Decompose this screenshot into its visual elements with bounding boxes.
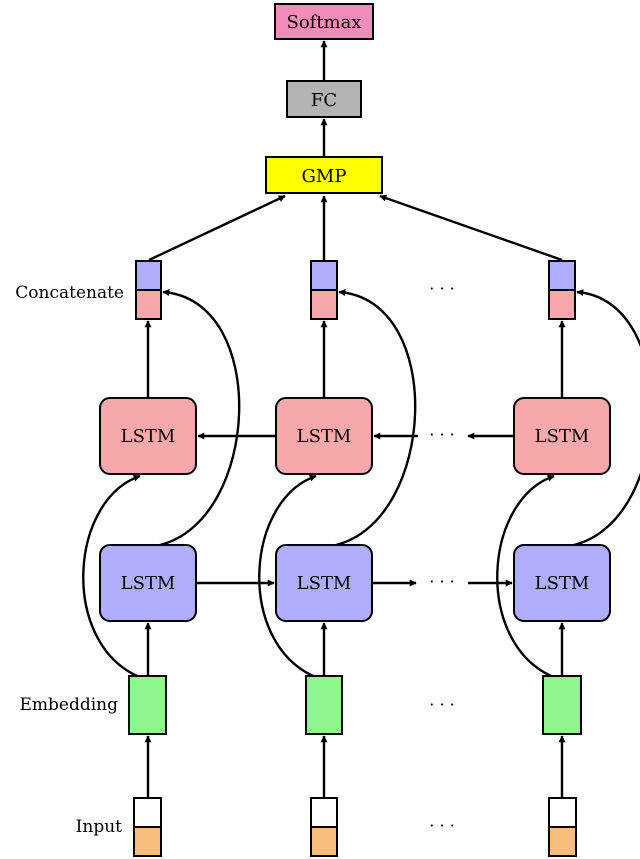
input-cell-bottom-3 — [548, 826, 577, 857]
backward-lstm-label-2: LSTM — [297, 426, 352, 447]
softmax-label: Softmax — [286, 12, 361, 33]
embedding-cell-1 — [128, 675, 167, 735]
gmp-label: GMP — [302, 166, 347, 187]
input-label: Input — [76, 817, 122, 837]
edge-emb1-bwd1-curve — [82, 474, 141, 678]
input-cell-top-2 — [310, 797, 338, 828]
concatenate-label: Concatenate — [15, 283, 124, 303]
edge-concat1-gmp — [148, 194, 286, 262]
concat-backward-cell-2 — [310, 289, 338, 320]
forward-lstm-label-1: LSTM — [121, 573, 176, 594]
edge-emb2-bwd2-curve — [258, 474, 317, 678]
concat-backward-cell-1 — [135, 289, 162, 320]
forward-lstm-3 — [513, 544, 611, 622]
edge-fwd1-concat1-curve — [159, 288, 241, 547]
backward-lstm-label-1: LSTM — [121, 426, 176, 447]
ellipsis-backward-lstm: · · · — [429, 425, 454, 444]
fc-label: FC — [311, 90, 337, 111]
embedding-label: Embedding — [19, 695, 118, 715]
ellipsis-input: · · · — [429, 816, 454, 835]
edge-fwd2-concat2-curve — [335, 288, 417, 547]
input-cell-bottom-2 — [310, 826, 338, 857]
forward-lstm-label-3: LSTM — [535, 573, 590, 594]
softmax-box — [274, 3, 374, 40]
edge-concat3-gmp — [379, 194, 563, 262]
ellipsis-embedding: · · · — [429, 695, 454, 714]
forward-lstm-label-2: LSTM — [297, 573, 352, 594]
concat-forward-cell-1 — [135, 260, 162, 291]
input-cell-bottom-1 — [133, 826, 162, 857]
backward-lstm-label-3: LSTM — [535, 426, 590, 447]
input-cell-top-3 — [548, 797, 577, 828]
fc-box — [286, 80, 362, 118]
embedding-cell-2 — [305, 675, 343, 735]
edge-fwd3-concat3-curve — [573, 289, 640, 547]
ellipsis-forward-lstm: · · · — [429, 572, 454, 591]
edge-emb3-bwd3-curve — [496, 474, 555, 678]
input-cell-top-1 — [133, 797, 162, 828]
embedding-cell-3 — [542, 675, 582, 735]
concat-forward-cell-2 — [310, 260, 338, 291]
ellipsis-concatenate: · · · — [429, 279, 454, 298]
concat-forward-cell-3 — [548, 260, 576, 291]
concat-backward-cell-3 — [548, 289, 576, 320]
